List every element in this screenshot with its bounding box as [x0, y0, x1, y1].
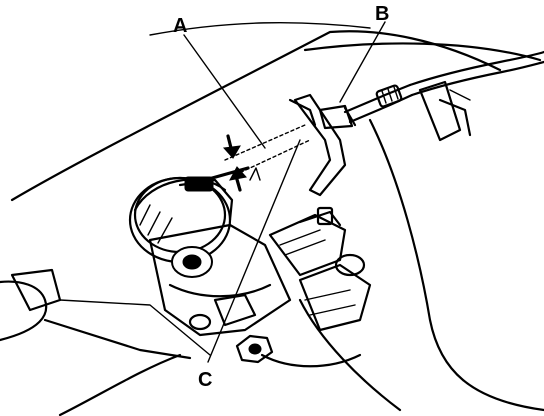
sensor-connector	[268, 206, 347, 277]
leader-lines	[183, 21, 386, 363]
throttle-cable	[318, 50, 544, 130]
free-play-indicator	[222, 124, 311, 192]
cable-clip	[418, 80, 472, 142]
leader-line-b	[339, 21, 386, 103]
mounting-bracket	[0, 268, 211, 360]
callout-label-a: A	[173, 15, 187, 37]
lower-engine-parts	[260, 253, 372, 368]
engine-housing-outline	[10, 21, 544, 416]
mounting-bolt	[235, 334, 274, 364]
callout-label-c: C	[198, 369, 212, 391]
throttle-linkage	[148, 223, 292, 337]
cable-bracket	[288, 93, 347, 197]
leader-line-a	[183, 34, 266, 149]
callout-label-b: B	[375, 3, 389, 25]
leader-line-c	[207, 139, 301, 363]
